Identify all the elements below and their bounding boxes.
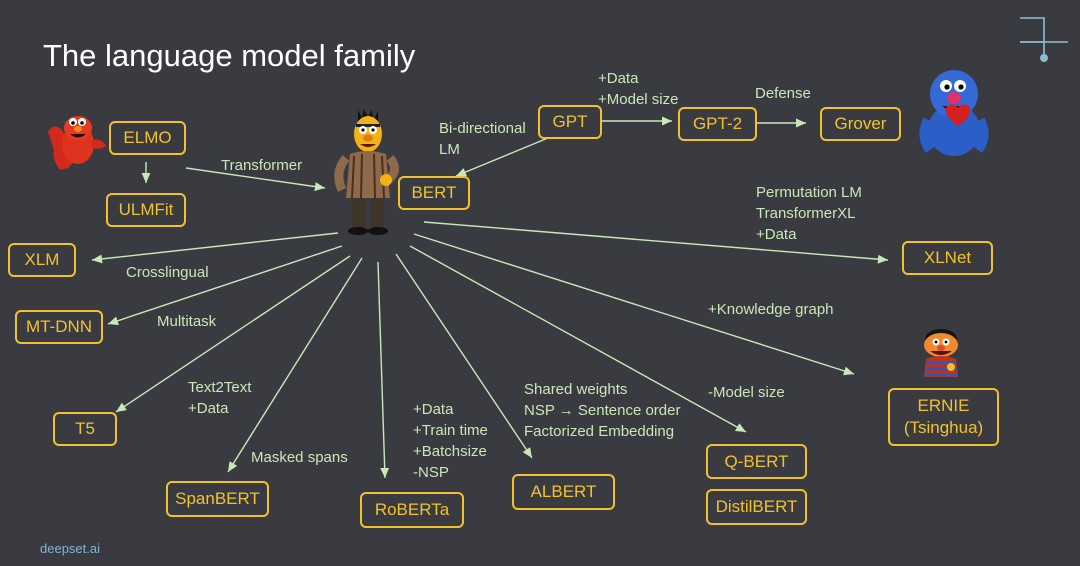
label-gpt2-data: +Data (598, 70, 639, 87)
edge-bert-albert (395, 253, 533, 459)
node-t5: T5 (53, 412, 117, 446)
edge-bert-spanbert (227, 257, 363, 473)
label-bidirectional: Bi-directional (439, 120, 526, 137)
label-shared-weights: Shared weights (524, 381, 628, 398)
elmo-character (48, 116, 106, 170)
node-roberta: RoBERTa (360, 492, 464, 528)
label-permutation-lm: Permutation LM (756, 184, 862, 201)
edge-gpt-bert (455, 137, 549, 177)
label-transformerxl: TransformerXL (756, 205, 856, 222)
node-qbert: Q-BERT (706, 444, 807, 479)
ernie-label-line1: ERNIE (917, 396, 970, 415)
ernie-label-line2: (Tsinghua) (903, 418, 984, 437)
node-albert: ALBERT (512, 474, 615, 510)
node-bert: BERT (398, 176, 470, 210)
node-ernie: ERNIE (Tsinghua) (888, 388, 999, 446)
label-multitask: Multitask (157, 313, 217, 330)
label-transformer: Transformer (221, 157, 303, 174)
node-distilbert: DistilBERT (706, 489, 807, 525)
node-grover: Grover (820, 107, 901, 141)
label-xlnet-data: +Data (756, 226, 797, 243)
label-defense: Defense (755, 85, 811, 102)
edge-bert-qbert (409, 245, 747, 433)
node-ulmfit: ULMFit (106, 193, 186, 227)
label-roberta-data: +Data (413, 401, 454, 418)
label-gpt2-model-size: +Model size (598, 91, 679, 108)
label-lm: LM (439, 141, 460, 158)
edge-bert-roberta (377, 261, 390, 479)
label-nsp: -NSP (413, 464, 449, 481)
node-spanbert: SpanBERT (166, 481, 269, 517)
edge-bert-t5 (115, 255, 351, 413)
label-text2text: Text2Text (188, 379, 252, 396)
page-title: The language model family (43, 38, 416, 73)
ernie-character (924, 329, 958, 377)
grover-character (919, 70, 989, 156)
bert-character (334, 109, 399, 235)
node-elmo: ELMO (109, 121, 186, 155)
edge-elmo-bert (185, 167, 326, 191)
label-train-time: +Train time (413, 422, 488, 439)
label-factorized-embedding: Factorized Embedding (524, 423, 675, 440)
node-xlnet: XLNet (902, 241, 993, 275)
edge-bert-xlnet (423, 221, 889, 264)
edge-bert-mtdnn (107, 245, 343, 326)
label-nsp-sentence-order: NSP → Sentence order (524, 402, 681, 419)
node-gpt2: GPT-2 (678, 107, 757, 141)
node-xlm: XLM (8, 243, 76, 277)
label-knowledge-graph: +Knowledge graph (708, 301, 834, 318)
label-crosslingual: Crosslingual (126, 264, 209, 281)
label-model-size: -Model size (708, 384, 785, 401)
corner-logo-icon (1020, 17, 1068, 62)
node-mtdnn: MT-DNN (15, 310, 103, 344)
label-masked-spans: Masked spans (251, 449, 348, 466)
edge-bert-ernie (413, 233, 855, 376)
edge-bert-xlm (91, 232, 339, 264)
label-t5-data: +Data (188, 400, 229, 417)
node-gpt: GPT (538, 105, 602, 139)
footer-logo: deepset.ai (40, 541, 100, 556)
label-batchsize: +Batchsize (413, 443, 487, 460)
